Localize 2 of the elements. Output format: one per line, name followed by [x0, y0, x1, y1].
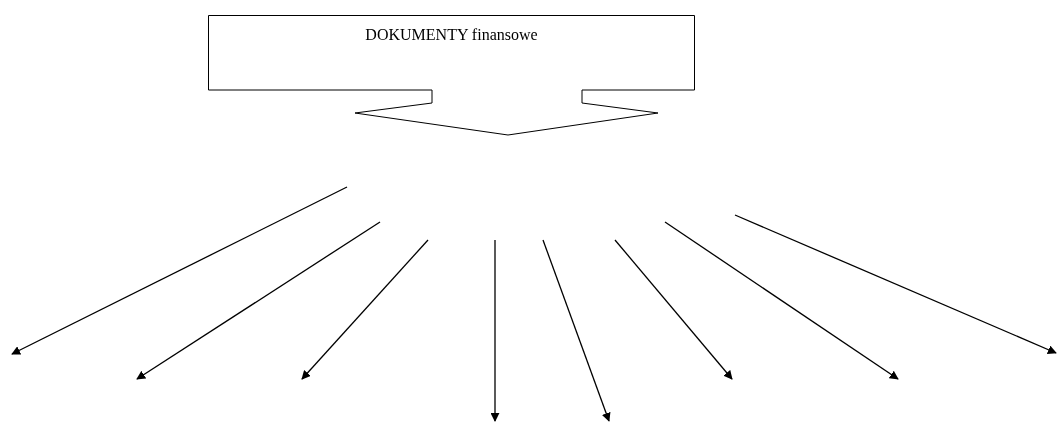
- callout-box: [208, 15, 695, 136]
- box-title: DOKUMENTY finansowe: [365, 25, 538, 45]
